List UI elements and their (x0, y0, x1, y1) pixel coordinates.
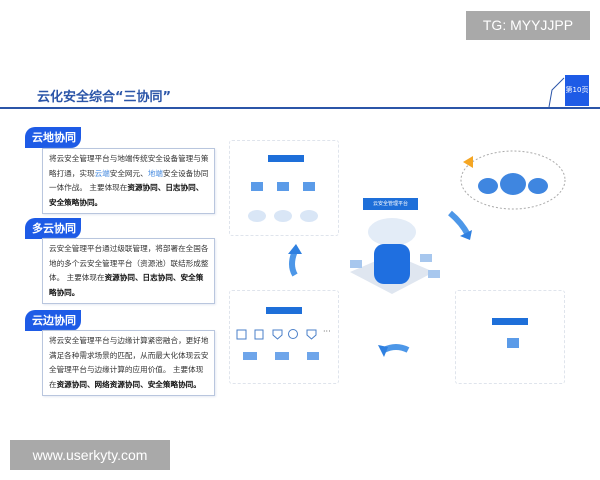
center-platform-illustration (350, 218, 440, 294)
page-title: 云化安全综合“三协同” (37, 90, 172, 105)
watermark-top: TG: MYYJJPP (466, 11, 590, 40)
section-tag-cloud-edge: 云边协同 (25, 310, 81, 331)
card-label (268, 155, 304, 162)
emphasis-text: 资源协同、日志协同、安全策略协同。 (49, 273, 204, 297)
card-label (492, 318, 528, 325)
body-text: 安全网元、 (109, 168, 148, 178)
megaphone-icon (463, 156, 473, 168)
body-text: 安全设备协同一体作战。 主要体现在 (49, 168, 209, 193)
highlight-text: 云端 (94, 168, 110, 178)
emphasis-text: 资源协同、网络资源协同、安全策略协同。 (56, 379, 201, 389)
center-platform-label: 云安全管理平台 (363, 198, 418, 210)
emphasis-text: 资源协同、日志协同、安全策略协同。 (49, 183, 204, 207)
node-icon (507, 338, 519, 348)
watermark-bottom: www.userkyty.com (10, 440, 170, 470)
body-text: 云安全管理平台通过级联管理，将部署在全国各地的多个云安全管理平台（资源池）联结形… (49, 244, 209, 282)
section-text-cloud-ground: 将云安全管理平台与地端传统安全设备管理与策略打通，实现云端安全网元、地端安全设备… (42, 148, 215, 214)
body-text: 将云安全管理平台与边缘计算紧密融合，更好地满足各种需求场景的匹配，从而最大化体现… (49, 336, 209, 389)
card-label (266, 307, 302, 314)
body-text: 将云安全管理平台与地端传统安全设备管理与策略打通，实现 (49, 154, 209, 178)
section-tag-multi-cloud: 多云协同 (25, 218, 81, 239)
section-text-cloud-edge: 将云安全管理平台与边缘计算紧密融合，更好地满足各种需求场景的匹配，从而最大化体现… (42, 330, 215, 396)
cloud-pool-ellipse (460, 150, 566, 210)
highlight-text: 地端 (147, 168, 163, 178)
section-tag-cloud-ground: 云地协同 (25, 127, 81, 148)
device-icons (236, 329, 319, 360)
section-text-multi-cloud: 云安全管理平台通过级联管理，将部署在全国各地的多个云安全管理平台（资源池）联结形… (42, 238, 215, 304)
edge-cloud-card (455, 290, 565, 384)
more-indicator: ··· (323, 327, 331, 336)
edge-device-card: ··· (229, 290, 339, 384)
title-divider (0, 107, 600, 109)
page-number: 第10页 (565, 75, 589, 106)
decor-slash (548, 77, 565, 108)
ground-card-icons (248, 182, 318, 222)
